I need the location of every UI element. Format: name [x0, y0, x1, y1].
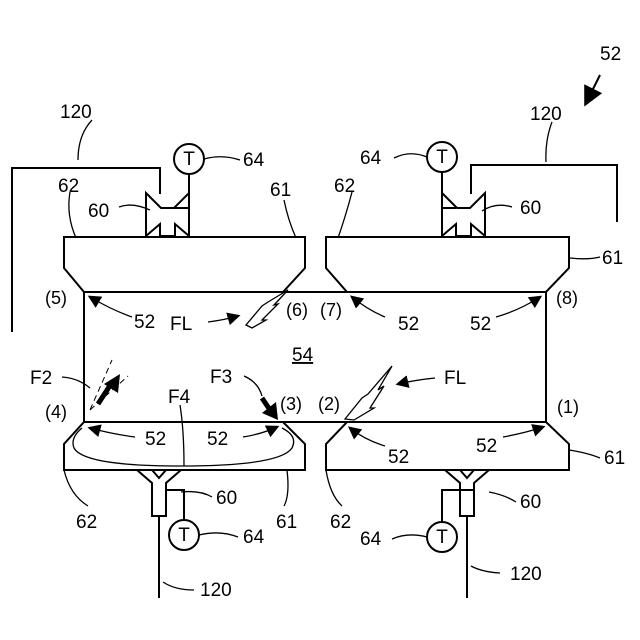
label-nozzle-top-left: 60 — [88, 201, 109, 222]
label-flow-f2: F2 — [30, 368, 52, 389]
label-pos-3: (3) — [280, 394, 302, 414]
flow-arrow-f2 — [62, 360, 128, 410]
label-chamber: 54 — [292, 345, 314, 366]
nozzle-bottom-right — [445, 470, 489, 516]
label-pos-2: (2) — [318, 394, 340, 414]
label-wall-bottom-right: 62 — [330, 512, 351, 533]
label-corner-7: 52 — [398, 314, 419, 335]
label-wall-inner-bottom: 61 — [276, 512, 297, 533]
label-wall-bottom-left: 62 — [76, 512, 97, 533]
label-wall-top-left: 62 — [58, 176, 79, 197]
tc-symbol-bottom-left: T — [178, 525, 190, 546]
label-wall-inner-right-top: 61 — [602, 248, 623, 269]
label-flame-top: FL — [170, 314, 192, 335]
label-corner-5: 52 — [134, 312, 155, 333]
label-corner-2: 52 — [388, 447, 409, 468]
flame-top-icon — [246, 290, 288, 328]
flow-arrow-f3 — [244, 376, 278, 420]
bottom-right-block — [326, 422, 569, 470]
flame-bottom-icon — [345, 366, 392, 420]
label-apparatus: 52 — [600, 44, 621, 65]
label-pos-1: (1) — [557, 397, 579, 417]
tc-lead-bottom-left — [166, 490, 184, 520]
label-pos-4: (4) — [45, 402, 67, 422]
nozzle-top-right — [442, 193, 485, 236]
label-lead-top-right: 120 — [530, 104, 562, 125]
tc-symbol-top-right: T — [436, 147, 448, 168]
label-flame-bottom: FL — [444, 368, 466, 389]
label-sensor-bottom-left: 64 — [243, 527, 265, 548]
tc-symbol-top-left: T — [183, 149, 195, 170]
label-pos-8: (8) — [556, 288, 578, 308]
label-lead-top-left: 120 — [60, 102, 92, 123]
label-corner-4: 52 — [145, 429, 166, 450]
top-left-block — [64, 237, 305, 292]
label-sensor-top-right: 64 — [360, 148, 382, 169]
nozzle-top-left — [146, 193, 189, 236]
label-corner-3: 52 — [207, 429, 228, 450]
label-nozzle-top-right: 60 — [520, 198, 541, 219]
label-lead-bottom-right: 120 — [510, 564, 542, 585]
label-pos-6: (6) — [286, 300, 308, 320]
label-pos-7: (7) — [320, 300, 342, 320]
label-lead-bottom-left: 120 — [200, 580, 232, 601]
label-pos-5: (5) — [45, 288, 67, 308]
label-nozzle-bottom-left: 60 — [216, 488, 237, 509]
label-wall-top-right: 62 — [334, 176, 355, 197]
lead-wire-top-right — [471, 165, 617, 222]
label-sensor-top-left: 64 — [243, 150, 265, 171]
label-corner-8: 52 — [470, 314, 491, 335]
label-nozzle-bottom-right: 60 — [520, 492, 541, 513]
label-wall-inner-top: 61 — [270, 180, 291, 201]
nozzle-bottom-left — [137, 470, 181, 516]
label-flow-f4: F4 — [168, 387, 191, 408]
label-flow-f3: F3 — [210, 367, 232, 388]
label-corner-1: 52 — [476, 436, 497, 457]
top-right-block — [326, 237, 569, 292]
tc-symbol-bottom-right: T — [436, 527, 448, 548]
label-sensor-bottom-right: 64 — [360, 529, 382, 550]
label-wall-inner-right-bottom: 61 — [604, 448, 625, 469]
